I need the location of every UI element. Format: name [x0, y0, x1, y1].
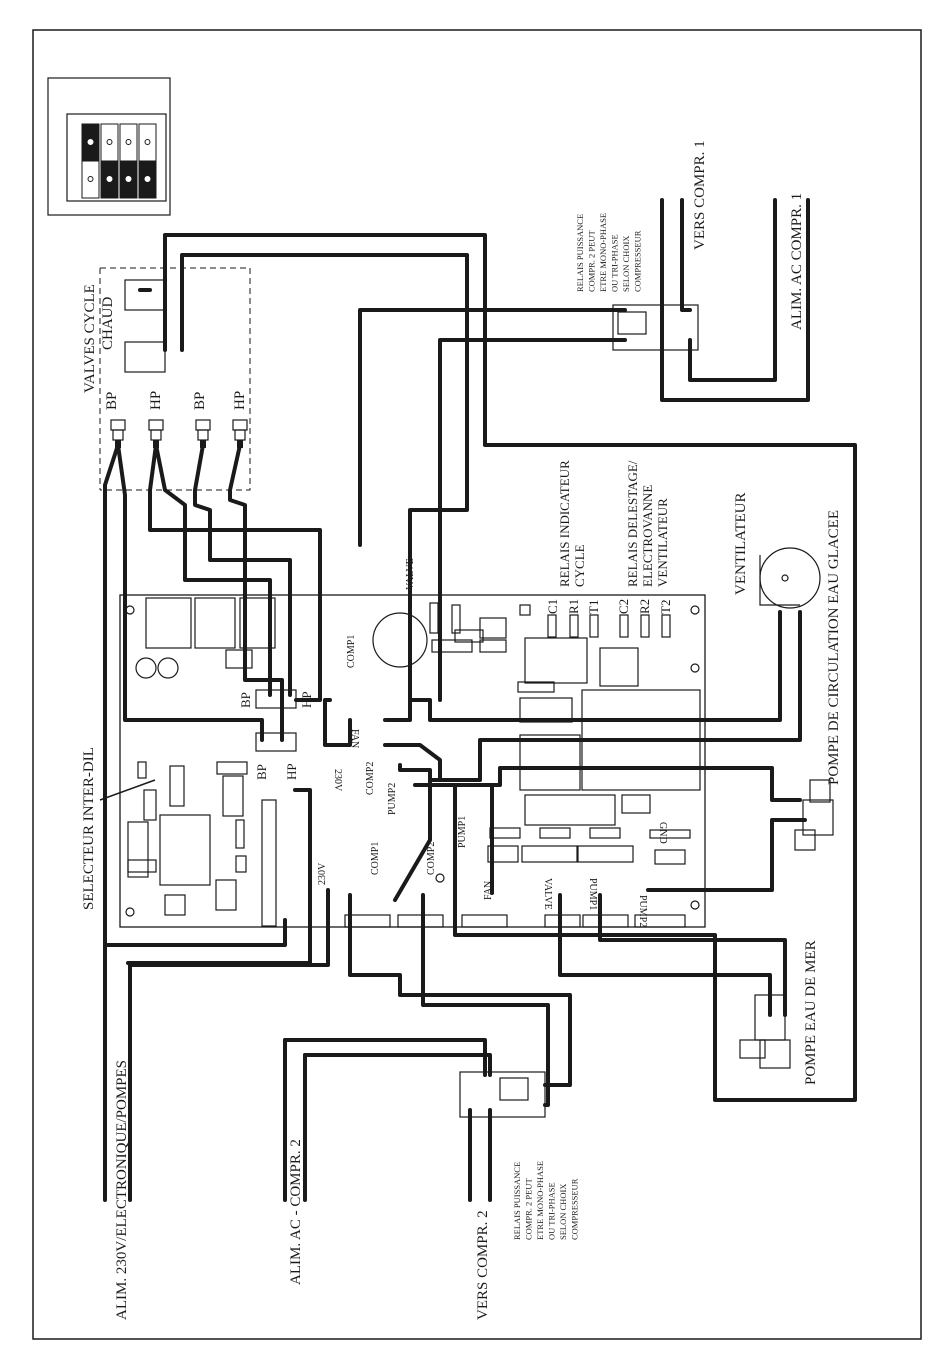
label-bp-1: BP	[104, 392, 120, 410]
dip-switch-dot	[106, 139, 113, 145]
label-gnd: GND	[657, 822, 668, 844]
valve-solenoid-2	[124, 341, 166, 373]
label-comp1-top: COMP1	[346, 635, 357, 668]
relais-text-line: COMPRESSEUR	[633, 230, 643, 292]
relais-text-line: OU TRI-PHASE	[547, 1182, 557, 1240]
dip-switch-dot	[87, 176, 94, 182]
relais-text-line: ETRE MONO-PHASE	[535, 1161, 545, 1240]
dip-switch-dot	[144, 176, 151, 182]
label-relais-delestage-2: ELECTROVANNE	[640, 485, 655, 587]
valve-solenoid-1	[124, 279, 166, 311]
label-valves-chaud: CHAUD	[100, 296, 116, 350]
label-relais-delestage-3: VENTILATEUR	[655, 498, 670, 587]
label-230v-low: 230V	[317, 862, 328, 885]
label-comp2-top: COMP2	[365, 762, 376, 795]
relais-text-line: SELON CHOIX	[558, 1184, 568, 1240]
power-relay-compr2	[459, 1071, 546, 1118]
pressure-sensors	[110, 419, 248, 448]
label-hp-1: HP	[148, 391, 164, 410]
wiring	[103, 198, 857, 1202]
label-valve: VALVE	[405, 558, 416, 590]
label-fan-low: FAN	[483, 881, 494, 900]
dip-switch-dot	[87, 139, 94, 145]
label-comp1-low: COMP1	[370, 842, 381, 875]
relais-text-line: SELON CHOIX	[621, 236, 631, 292]
relais-text-line: RELAIS PUISSANCE	[512, 1162, 522, 1240]
dip-switch-legend	[47, 77, 171, 216]
label-vers-compr2: VERS COMPR. 2	[475, 1210, 491, 1320]
label-pump1-low: PUMP1	[587, 878, 598, 910]
label-fan-top: FAN	[349, 729, 360, 748]
label-alim-230: ALIM. 230V/ELECTRONIQUE/POMPES	[114, 1060, 130, 1320]
label-t2: T2	[658, 600, 673, 614]
label-valve-low: VALVE	[542, 878, 553, 910]
relais-text-line: COMPR. 2 PEUT	[524, 1178, 534, 1240]
label-r1: R1	[566, 599, 581, 614]
label-c1: C1	[545, 599, 560, 614]
label-vers-compr1: VERS COMPR. 1	[692, 140, 708, 250]
relais-text-line: RELAIS PUISSANCE	[575, 214, 585, 292]
dip-switch-dot	[144, 139, 151, 145]
dip-switch-dot	[106, 176, 113, 182]
label-board-hp-1: HP	[299, 691, 314, 708]
power-relay-compr1	[612, 304, 699, 351]
label-pompe-eau-mer: POMPE EAU DE MER	[803, 940, 819, 1085]
label-pump1-mid: PUMP1	[457, 816, 468, 848]
valves-box	[99, 267, 251, 491]
relais-text-line: ETRE MONO-PHASE	[598, 213, 608, 292]
label-bp-2: BP	[192, 392, 208, 410]
control-board	[119, 594, 706, 928]
dip-switch-dot	[125, 139, 132, 145]
label-comp2-low: COMP2	[426, 842, 437, 875]
page-frame	[32, 29, 922, 1340]
relais-text-line: OU TRI-PHASE	[610, 234, 620, 292]
label-valves-cycle: VALVES CYCLE	[82, 284, 98, 393]
label-r2: R2	[637, 599, 652, 614]
relais-text-line: COMPR. 2 PEUT	[587, 230, 597, 292]
fan-motor	[759, 547, 821, 609]
label-230v-top: 230V	[332, 769, 343, 792]
dip-switch-dot	[125, 176, 132, 182]
label-selecteur: SELECTEUR INTER-DIL	[81, 747, 97, 910]
labels: VALVES CYCLE CHAUD BP HP BP HP BP HP BP …	[81, 140, 842, 1320]
label-pump2-low: PUMP2	[637, 895, 648, 927]
label-pump2-top: PUMP2	[387, 783, 398, 815]
label-ventilateur: VENTILATEUR	[733, 493, 749, 595]
label-alim-ac-compr1: ALIM. AC COMPR. 1	[789, 193, 805, 330]
sea-water-pump	[739, 994, 791, 1069]
label-t1: T1	[586, 600, 601, 614]
label-c2: C2	[616, 599, 631, 614]
chilled-water-pump	[794, 779, 834, 851]
label-board-bp-1: BP	[238, 692, 253, 708]
relais-text-line: COMPRESSEUR	[570, 1178, 580, 1240]
label-board-hp-2: HP	[284, 763, 299, 780]
label-relais-indicateur-2: CYCLE	[572, 544, 587, 587]
label-alim-ac-compr2: ALIM. AC - COMPR. 2	[288, 1139, 304, 1285]
label-hp-2: HP	[232, 391, 248, 410]
label-relais-delestage-1: RELAIS DELESTAGE/	[625, 460, 640, 587]
label-relais-indicateur-1: RELAIS INDICATEUR	[557, 460, 572, 587]
label-board-bp-2: BP	[254, 764, 269, 780]
label-pompe-circulation: POMPE DE CIRCULATION EAU GLACEE	[826, 510, 842, 785]
